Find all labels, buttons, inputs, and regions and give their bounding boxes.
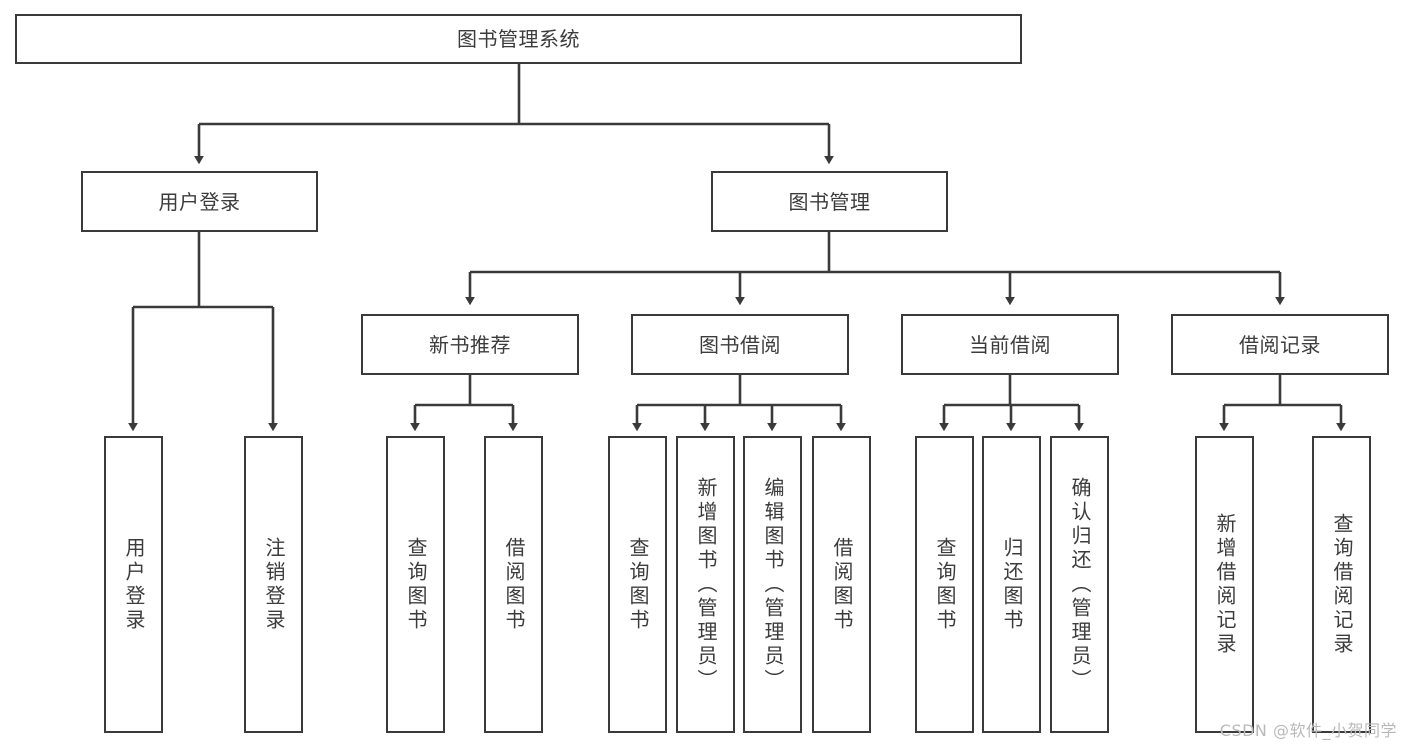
node-new-book-recommend-label: 新书推荐 bbox=[429, 332, 511, 357]
leaf-borrow-add-book[interactable]: 新增图书（管理员） bbox=[676, 436, 735, 733]
node-book-borrow-label: 图书借阅 bbox=[699, 332, 781, 357]
leaf-record-query-record[interactable]: 查询借阅记录 bbox=[1312, 436, 1371, 733]
node-borrow-record-label: 借阅记录 bbox=[1239, 332, 1321, 357]
node-book-management[interactable]: 图书管理 bbox=[711, 171, 948, 232]
leaf-borrow-query-book-label: 查询图书 bbox=[626, 536, 650, 633]
leaf-newbook-query-book[interactable]: 查询图书 bbox=[386, 436, 445, 733]
leaf-current-query-book[interactable]: 查询图书 bbox=[915, 436, 974, 733]
leaf-current-return-book[interactable]: 归还图书 bbox=[982, 436, 1041, 733]
leaf-current-confirm-return-label: 确认归还（管理员） bbox=[1068, 476, 1092, 693]
node-current-borrow-label: 当前借阅 bbox=[969, 332, 1051, 357]
leaf-record-add-record[interactable]: 新增借阅记录 bbox=[1195, 436, 1254, 733]
leaf-borrow-edit-book-label: 编辑图书（管理员） bbox=[761, 476, 785, 693]
leaf-current-confirm-return[interactable]: 确认归还（管理员） bbox=[1050, 436, 1109, 733]
node-book-management-label: 图书管理 bbox=[788, 189, 871, 214]
leaf-current-return-book-label: 归还图书 bbox=[1000, 536, 1024, 633]
leaf-user-logout-label: 注销登录 bbox=[262, 536, 286, 633]
node-root[interactable]: 图书管理系统 bbox=[15, 14, 1022, 64]
node-user-login[interactable]: 用户登录 bbox=[81, 171, 318, 232]
node-user-login-label: 用户登录 bbox=[158, 189, 241, 214]
node-root-label: 图书管理系统 bbox=[457, 27, 580, 51]
leaf-user-logout[interactable]: 注销登录 bbox=[244, 436, 303, 733]
leaf-borrow-borrow-book[interactable]: 借阅图书 bbox=[812, 436, 871, 733]
leaf-borrow-query-book[interactable]: 查询图书 bbox=[608, 436, 667, 733]
leaf-borrow-borrow-book-label: 借阅图书 bbox=[830, 536, 854, 633]
node-current-borrow[interactable]: 当前借阅 bbox=[901, 314, 1119, 375]
node-new-book-recommend[interactable]: 新书推荐 bbox=[361, 314, 579, 375]
leaf-user-login-label: 用户登录 bbox=[122, 536, 146, 633]
leaf-record-query-record-label: 查询借阅记录 bbox=[1330, 512, 1354, 657]
leaf-user-login[interactable]: 用户登录 bbox=[104, 436, 163, 733]
leaf-record-add-record-label: 新增借阅记录 bbox=[1213, 512, 1237, 657]
leaf-borrow-add-book-label: 新增图书（管理员） bbox=[694, 476, 718, 693]
leaf-current-query-book-label: 查询图书 bbox=[933, 536, 957, 633]
node-book-borrow[interactable]: 图书借阅 bbox=[631, 314, 849, 375]
leaf-newbook-borrow-book[interactable]: 借阅图书 bbox=[484, 436, 543, 733]
leaf-newbook-borrow-book-label: 借阅图书 bbox=[502, 536, 526, 633]
leaf-newbook-query-book-label: 查询图书 bbox=[404, 536, 428, 633]
leaf-borrow-edit-book[interactable]: 编辑图书（管理员） bbox=[743, 436, 802, 733]
node-borrow-record[interactable]: 借阅记录 bbox=[1171, 314, 1389, 375]
